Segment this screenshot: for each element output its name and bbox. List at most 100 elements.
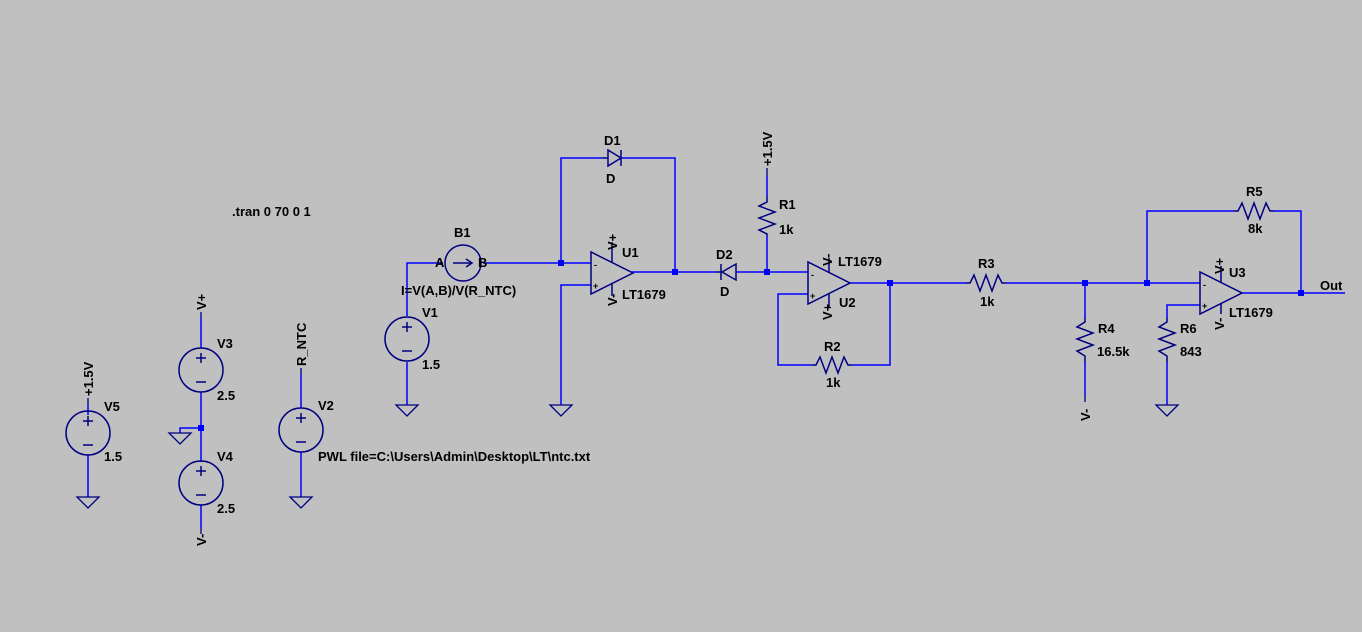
junction-dot <box>1298 290 1304 296</box>
r2-value: 1k <box>826 375 841 390</box>
d1-name: D1 <box>604 133 621 148</box>
resistor-r4[interactable] <box>1074 318 1096 362</box>
u3-vplus-label: V+ <box>1212 257 1227 274</box>
voltage-source-icon <box>278 407 324 453</box>
r4-value: 16.5k <box>1097 344 1130 359</box>
u3-model: LT1679 <box>1229 305 1273 320</box>
voltage-source-v2[interactable] <box>278 407 324 453</box>
wire-r5-left <box>1146 210 1234 283</box>
r2-name: R2 <box>824 339 841 354</box>
d2-name: D2 <box>716 247 733 262</box>
junction-dot <box>558 260 564 266</box>
net-label-plus-1.5v: +1.5V <box>81 361 96 396</box>
net-label-vplus: V+ <box>194 293 209 310</box>
ground-icon <box>288 496 314 509</box>
v2-value[interactable]: PWL file=C:\Users\Admin\Desktop\LT\ntc.t… <box>318 449 591 464</box>
d1-model: D <box>606 171 615 186</box>
ground-icon <box>167 432 193 445</box>
resistor-r6[interactable] <box>1156 318 1178 362</box>
wire-d1-left <box>560 157 603 263</box>
u3-inv-pin: - <box>1203 280 1206 290</box>
u2-name: U2 <box>839 295 856 310</box>
v2-name: V2 <box>318 398 334 413</box>
ground-icon <box>1154 404 1180 417</box>
wire-v1-b1 <box>406 262 440 316</box>
net-label-vminus: V- <box>194 534 209 546</box>
u1-inv-pin: - <box>594 260 597 270</box>
u1-noninv-pin: + <box>593 281 598 291</box>
opamp-u2[interactable] <box>807 258 852 308</box>
ground-icon <box>548 404 574 417</box>
voltage-source-icon <box>178 347 224 393</box>
voltage-source-v3[interactable] <box>178 347 224 393</box>
junction-dot <box>672 269 678 275</box>
wire-u1-plus-gnd <box>560 284 591 405</box>
wire-r6-top <box>1166 304 1200 318</box>
b1-expression[interactable]: I=V(A,B)/V(R_NTC) <box>401 283 516 298</box>
junction-dot <box>1144 280 1150 286</box>
v1-value: 1.5 <box>422 357 440 372</box>
u3-name: U3 <box>1229 265 1246 280</box>
net-label-plus-1.5v: +1.5V <box>760 131 775 166</box>
voltage-source-v1[interactable] <box>384 316 430 362</box>
r6-value: 843 <box>1180 344 1202 359</box>
r1-name: R1 <box>779 197 796 212</box>
r3-value: 1k <box>980 294 995 309</box>
r6-name: R6 <box>1180 321 1197 336</box>
diode-d1-icon <box>607 148 623 168</box>
u3-vminus-label: V- <box>1212 318 1227 330</box>
junction-dot <box>887 280 893 286</box>
v4-value: 2.5 <box>217 501 235 516</box>
spice-directive[interactable]: .tran 0 70 0 1 <box>232 204 311 219</box>
current-source-icon <box>444 244 482 282</box>
u1-vminus-label: V- <box>605 294 620 306</box>
voltage-source-v4[interactable] <box>178 460 224 506</box>
b1-name: B1 <box>454 225 471 240</box>
diode-d1[interactable] <box>603 148 623 168</box>
junctions <box>198 260 1304 431</box>
current-source-b1[interactable] <box>440 244 486 282</box>
voltage-source-v5[interactable] <box>65 410 111 456</box>
opamp-u3[interactable] <box>1199 266 1244 316</box>
wire-d1-right <box>622 157 676 272</box>
u3-noninv-pin: + <box>1202 301 1207 311</box>
u2-vplus-label: V+ <box>820 303 835 320</box>
ground-icon <box>394 404 420 417</box>
resistor-r2[interactable] <box>812 354 852 376</box>
net-flags <box>87 168 1086 534</box>
diode-d2[interactable] <box>716 262 737 282</box>
wire-r2-left <box>777 293 812 366</box>
ground-icon <box>75 496 101 509</box>
r3-name: R3 <box>978 256 995 271</box>
junction-dot <box>764 269 770 275</box>
net-label-vminus: V- <box>1078 409 1093 421</box>
u1-model: LT1679 <box>622 287 666 302</box>
v3-value: 2.5 <box>217 388 235 403</box>
r5-value: 8k <box>1248 221 1263 236</box>
u2-inv-pin: - <box>811 270 814 280</box>
d2-model: D <box>720 284 729 299</box>
wire-r2-right <box>852 283 891 366</box>
b1-pin-a: A <box>435 255 445 270</box>
u2-noninv-pin: + <box>810 291 815 301</box>
resistor-r3[interactable] <box>966 272 1006 294</box>
ground-symbols <box>75 404 1180 509</box>
v5-value: 1.5 <box>104 449 122 464</box>
opamp-u1[interactable] <box>590 242 635 296</box>
voltage-source-icon <box>65 410 111 456</box>
v4-name: V4 <box>217 449 234 464</box>
junction-dot <box>1082 280 1088 286</box>
voltage-source-icon <box>384 316 430 362</box>
resistor-r5[interactable] <box>1234 200 1274 222</box>
v1-name: V1 <box>422 305 438 320</box>
u1-vplus-label: V+ <box>605 233 620 250</box>
net-label-r-ntc: R_NTC <box>294 322 309 366</box>
u2-vminus-label: V- <box>820 254 835 266</box>
b1-pin-b: B <box>478 255 487 270</box>
resistor-r1[interactable] <box>756 196 778 236</box>
voltage-source-icon <box>178 460 224 506</box>
v5-name: V5 <box>104 399 120 414</box>
net-label-out: Out <box>1320 278 1343 293</box>
junction-dot <box>198 425 204 431</box>
